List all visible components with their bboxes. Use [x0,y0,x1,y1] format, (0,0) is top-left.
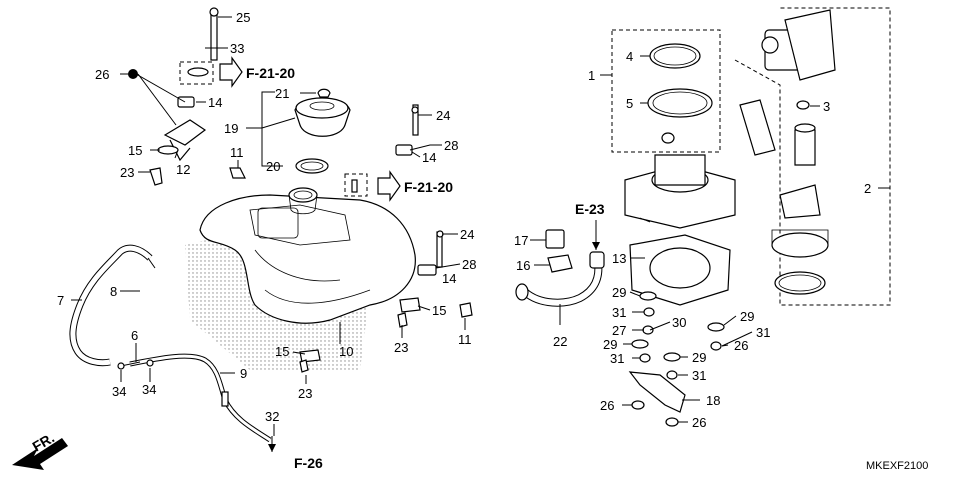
ref-f-21-20-lower: F-21-20 [404,179,453,195]
label-6: 6 [131,328,138,343]
label-28: 28 [462,257,476,272]
label-29: 29 [740,309,754,324]
label-26: 26 [95,67,109,82]
label-26: 26 [600,398,614,413]
label-14: 14 [422,150,436,165]
label-32: 32 [265,409,279,424]
pump-gasket-plate [628,234,731,427]
label-31: 31 [756,325,770,340]
leader-lines [71,16,890,436]
label-24: 24 [436,108,450,123]
label-15: 15 [432,303,446,318]
label-33: 33 [230,41,244,56]
label-17: 17 [514,233,528,248]
fuel-cap [294,88,351,174]
label-27: 27 [612,323,626,338]
label-31: 31 [692,368,706,383]
label-3: 3 [823,99,830,114]
label-23: 23 [298,386,312,401]
label-18: 18 [706,393,720,408]
fuel-feed-hose [515,229,605,307]
front-arrow [12,438,68,470]
tank-fasteners [229,104,473,373]
label-24: 24 [460,227,474,242]
label-28: 28 [444,138,458,153]
breather-hose [69,244,156,367]
label-14: 14 [442,271,456,286]
ref-f-26: F-26 [294,455,323,471]
label-2: 2 [864,181,871,196]
label-25: 25 [236,10,250,25]
label-34: 34 [142,382,156,397]
label-34: 34 [112,384,126,399]
reference-labels: F-21-20 F-21-20 E-23 F-26 FR. MKEXF2100 [30,65,929,472]
label-26: 26 [734,338,748,353]
fuel-pump-group [611,7,891,306]
label-23: 23 [394,340,408,355]
label-4: 4 [626,49,633,64]
label-5: 5 [626,96,633,111]
label-23: 23 [120,165,134,180]
label-29: 29 [692,350,706,365]
label-15: 15 [275,344,289,359]
label-9: 9 [240,366,247,381]
label-7: 7 [57,293,64,308]
diagram-code: MKEXF2100 [866,460,928,472]
label-22: 22 [553,334,567,349]
ref-e-23: E-23 [575,201,605,217]
label-11: 11 [230,145,244,160]
label-31: 31 [612,305,626,320]
label-29: 29 [612,285,626,300]
label-19: 19 [224,121,238,136]
reference-arrows [219,56,600,452]
label-13: 13 [612,251,626,266]
ref-f-21-20-upper: F-21-20 [246,65,295,81]
label-30: 30 [672,315,686,330]
label-16: 16 [516,258,530,273]
label-14: 14 [208,95,222,110]
label-8: 8 [110,284,117,299]
label-15: 15 [128,143,142,158]
label-29: 29 [603,337,617,352]
label-12: 12 [176,162,190,177]
label-20: 20 [266,159,280,174]
part-labels: 25 33 26 14 15 23 12 21 19 20 11 24 28 1… [57,10,871,430]
fuel-tank [185,187,416,370]
drain-tube [117,353,272,443]
label-11: 11 [458,332,472,347]
label-10: 10 [339,344,353,359]
label-31: 31 [610,351,624,366]
mount-bracket [128,7,219,186]
label-26: 26 [692,415,706,430]
label-21: 21 [275,86,289,101]
label-1: 1 [588,68,595,83]
